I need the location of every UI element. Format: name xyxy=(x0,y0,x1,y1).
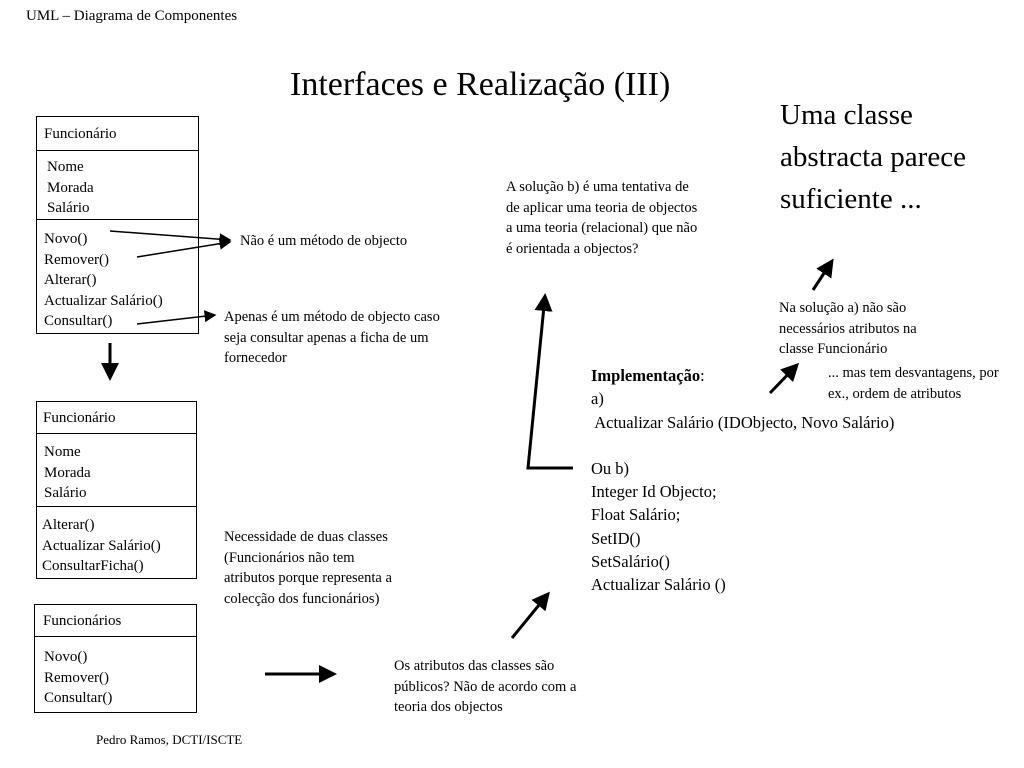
implementation-colon: : xyxy=(700,366,705,385)
attribute: Morada xyxy=(47,179,94,196)
attribute: Salário xyxy=(47,200,90,216)
method: Consultar() xyxy=(44,313,113,329)
note-two-classes: Necessidade de duas classes (Funcionário… xyxy=(224,529,392,607)
class-name: Funcionários xyxy=(43,613,122,629)
note-disadvantages: ... mas tem desvantagens, por ex., ordem… xyxy=(828,365,999,402)
method: Remover() xyxy=(44,669,109,686)
class-methods-section: Novo() Remover() Alterar() Actualizar Sa… xyxy=(37,219,198,333)
class-name: Funcionário xyxy=(44,126,117,142)
option-b-label: Ou b) xyxy=(591,458,630,478)
class-box-funcionario-1: Funcionário Nome Morada Salário Novo() R… xyxy=(36,116,199,334)
option-b-line: SetID() xyxy=(591,528,641,548)
class-box-funcionarios: Funcionários Novo() Remover() Consultar(… xyxy=(34,604,197,713)
note-solution-b: A solução b) é uma tentativa de de aplic… xyxy=(506,179,698,257)
class-attributes-section: Nome Morada Salário xyxy=(37,433,196,507)
method: Novo() xyxy=(44,231,88,247)
class-methods-section: Novo() Remover() Consultar() xyxy=(35,636,196,712)
option-a-signature: Actualizar Salário (IDObjecto, Novo Salá… xyxy=(591,412,895,432)
method: Alterar() xyxy=(42,517,95,533)
implementation-block: Implementação: a) Actualizar Salário (ID… xyxy=(591,364,1021,597)
class-name-section: Funcionários xyxy=(35,605,196,637)
class-methods-section: Alterar() Actualizar Salário() Consultar… xyxy=(37,506,196,578)
class-name-section: Funcionário xyxy=(37,402,196,434)
note-public-attributes: Os atributos das classes são públicos? N… xyxy=(394,658,577,715)
method: Novo() xyxy=(44,649,88,665)
slide-title: Interfaces e Realização (III) xyxy=(290,66,671,103)
option-b-line: Float Salário; xyxy=(591,505,681,525)
arrow-up-to-implementation xyxy=(510,591,550,639)
method: Actualizar Salário() xyxy=(42,537,161,554)
abstract-class-note: Uma classe abstracta parece suficiente .… xyxy=(780,99,966,215)
method: Consultar() xyxy=(44,690,113,706)
method: Actualizar Salário() xyxy=(44,292,163,309)
method: Remover() xyxy=(44,251,109,268)
slide-header: UML – Diagrama de Componentes xyxy=(26,8,238,24)
arrow-consultar-to-note xyxy=(136,310,217,325)
option-b-line: Actualizar Salário () xyxy=(591,575,726,595)
arrow-implementation-to-solution-b xyxy=(526,293,573,470)
note-solution-a: Na solução a) não são necessários atribu… xyxy=(779,300,917,357)
arrow-remover-to-note xyxy=(136,237,232,258)
method: ConsultarFicha() xyxy=(42,558,144,574)
note-only-object-method: Apenas é um método de objecto caso seja … xyxy=(224,309,440,366)
option-b-line: SetSalário() xyxy=(591,552,670,572)
implementation-label: Implementação xyxy=(591,366,701,385)
class-name-section: Funcionário xyxy=(37,117,198,151)
option-b-line: Integer Id Objecto; xyxy=(591,482,717,502)
note-not-object-method: Não é um método de objecto xyxy=(240,233,408,249)
slide-footer: Pedro Ramos, DCTI/ISCTE xyxy=(96,732,243,747)
method: Alterar() xyxy=(44,272,97,288)
arrow-to-abstract-class-note xyxy=(811,258,834,291)
option-a-label: a) xyxy=(591,389,604,409)
attribute: Morada xyxy=(44,464,91,481)
arrow-implementation-to-solution-a xyxy=(768,362,800,395)
class-box-funcionario-2: Funcionário Nome Morada Salário Alterar(… xyxy=(36,401,197,579)
attribute: Salário xyxy=(44,485,87,501)
attribute: Nome xyxy=(47,159,84,175)
arrow-novo-to-note xyxy=(109,230,232,246)
attribute: Nome xyxy=(44,444,81,460)
class-name: Funcionário xyxy=(43,410,116,426)
class-attributes-section: Nome Morada Salário xyxy=(37,150,198,220)
